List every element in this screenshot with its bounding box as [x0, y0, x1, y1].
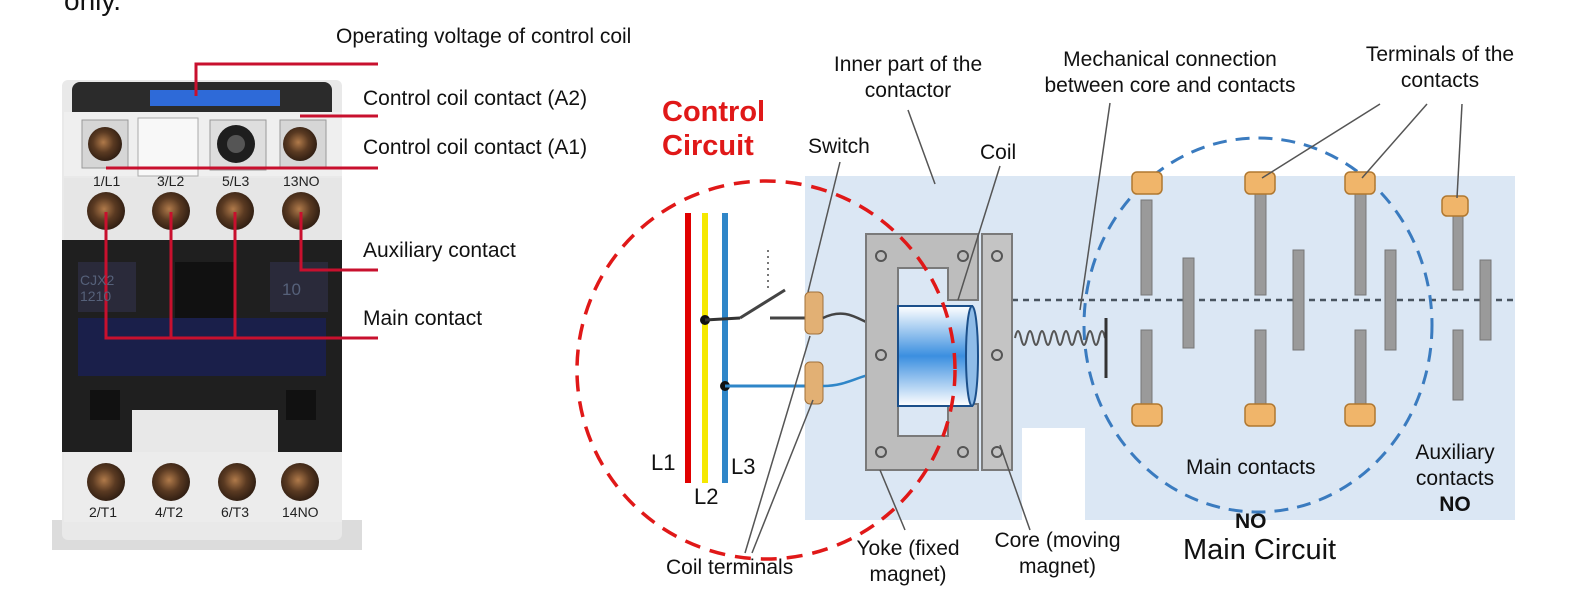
screw-6t3 [218, 463, 256, 501]
terminal-label-2t1: 2/T1 [89, 504, 118, 520]
callout-operating-voltage: Operating voltage of control coil [336, 25, 632, 48]
label-l1: L1 [651, 450, 676, 475]
contact-bars [1140, 189, 1492, 421]
terminal-label-1l1: 1/L1 [93, 173, 121, 189]
label-switch: Switch [808, 135, 870, 158]
label-mechanical-line2: between core and contacts [1044, 74, 1296, 97]
label-main-circuit: Main Circuit [1183, 534, 1337, 566]
label-inner-part: Inner part of the contactor [808, 52, 1008, 104]
leader-lines [744, 102, 1463, 554]
device-model-text: CJX2 1210 [80, 272, 115, 304]
label-core: Core (moving magnet) [985, 528, 1130, 580]
main-contacts-circle [1082, 136, 1434, 514]
contact-terminals [1131, 171, 1469, 427]
terminal-screw-a1 [283, 127, 317, 161]
label-mechanical-line1: Mechanical connection [1063, 48, 1277, 71]
label-inner-part-line2: contactor [864, 79, 952, 102]
label-terminals-of-contacts: Terminals of the contacts [1345, 42, 1535, 94]
label-mechanical-connection: Mechanical connection between core and c… [1020, 47, 1320, 99]
control-circuit-line1: Control [662, 96, 766, 128]
callout-main-contact: Main contact [363, 307, 483, 330]
coil [897, 305, 979, 407]
screw-14no [281, 463, 319, 501]
label-l2: L2 [694, 484, 719, 509]
device-aux-code: 10 [282, 280, 301, 299]
screw-2t1 [87, 463, 125, 501]
callout-coil-contact-a1: Control coil contact (A1) [363, 136, 588, 159]
screw-4t2 [152, 463, 190, 501]
label-core-line2: magnet) [1018, 555, 1097, 578]
spring [1014, 318, 1108, 378]
label-core-line1: Core (moving [994, 529, 1121, 552]
label-yoke-line2: magnet) [869, 563, 947, 586]
terminal-label-4t2: 4/T2 [155, 504, 184, 520]
label-aux-no: NO [1439, 493, 1471, 516]
terminal-label-6t3: 6/T3 [221, 504, 250, 520]
coil-terminals [804, 291, 824, 405]
label-inner-part-line1: Inner part of the [833, 53, 983, 76]
callout-coil-contact-a2: Control coil contact (A2) [363, 87, 588, 110]
screw-1l1 [87, 192, 125, 230]
label-yoke: Yoke (fixed magnet) [838, 536, 978, 588]
label-terminals-line1: Terminals of the [1365, 43, 1515, 66]
label-main-no: NO [1235, 510, 1267, 533]
core-moving-magnet [981, 233, 1013, 471]
contactor-device [52, 80, 362, 550]
terminal-label-14no: 14NO [282, 504, 319, 520]
label-l3: L3 [731, 454, 756, 479]
control-circuit-line2: Circuit [662, 130, 754, 162]
terminal-screw-a2 [88, 127, 122, 161]
terminal-label-5l3: 5/L3 [222, 173, 250, 189]
screw-13no [282, 192, 320, 230]
label-auxiliary-contacts: Auxiliary contacts NO [1395, 440, 1515, 518]
control-circuit-circle [575, 179, 957, 561]
switch-blade [739, 288, 786, 320]
control-circuit-title: Control Circuit [662, 95, 765, 163]
label-coil: Coil [980, 141, 1017, 164]
label-auxiliary-line2: contacts [1415, 467, 1495, 490]
label-auxiliary-line1: Auxiliary [1415, 441, 1495, 464]
terminal-label-3l2: 3/L2 [157, 173, 185, 189]
label-terminals-line2: contacts [1400, 69, 1480, 92]
screw-3l2 [152, 192, 190, 230]
callout-auxiliary-contact: Auxiliary contact [363, 239, 516, 262]
partial-top-text: only. [64, 0, 122, 16]
screw-5l3 [216, 192, 254, 230]
terminal-label-13no: 13NO [283, 173, 320, 189]
label-coil-terminals: Coil terminals [666, 556, 794, 579]
label-yoke-line1: Yoke (fixed [856, 537, 960, 560]
label-main-contacts: Main contacts [1186, 456, 1316, 479]
callout-lines [104, 62, 378, 340]
